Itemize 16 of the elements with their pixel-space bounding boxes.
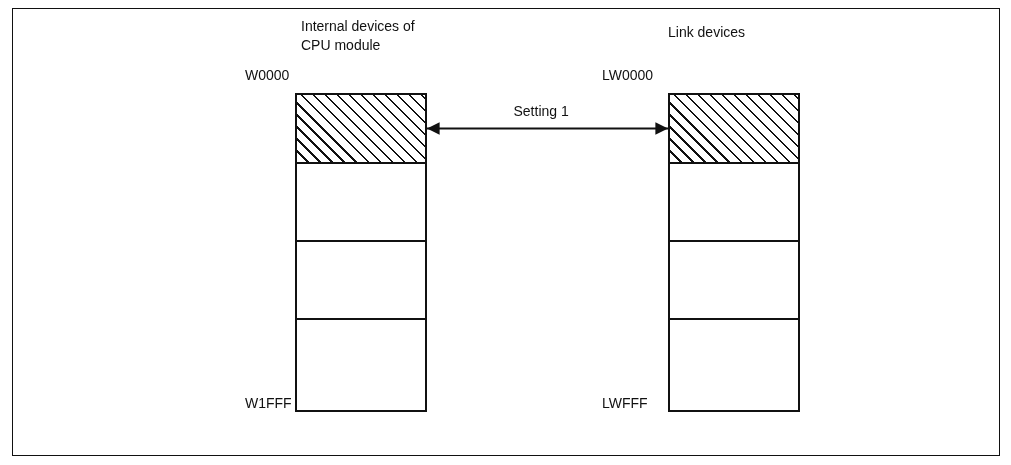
address-label: W1FFF <box>245 395 292 411</box>
memory-block <box>295 240 427 320</box>
memory-block <box>295 318 427 412</box>
memory-block <box>295 162 427 242</box>
memory-block <box>668 318 800 412</box>
address-label: LWFFF <box>602 395 648 411</box>
column-heading: Link devices <box>668 23 747 42</box>
hatched-memory-block <box>295 93 427 164</box>
edge-label: Setting 1 <box>511 102 571 119</box>
memory-block <box>668 162 800 242</box>
address-label: W0000 <box>245 67 290 83</box>
memory-block <box>668 240 800 320</box>
address-label: LW0000 <box>602 67 654 83</box>
column-heading: Internal devices of CPU module <box>301 17 416 55</box>
hatched-memory-block <box>668 93 800 164</box>
double-arrow <box>426 122 669 135</box>
